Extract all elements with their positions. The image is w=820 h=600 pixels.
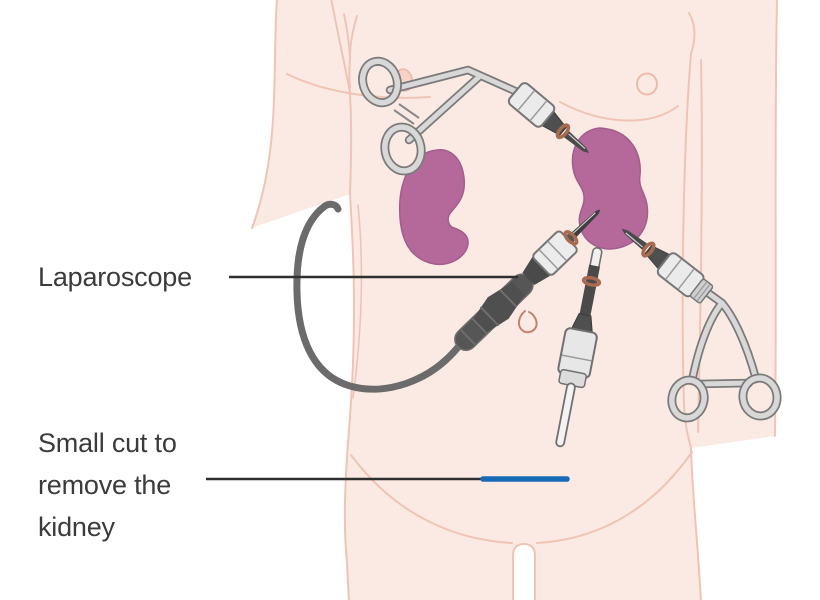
groin-crease-left (350, 454, 513, 544)
groin-crease-right (536, 451, 693, 544)
label-small-cut-line1: Small cut to (38, 428, 177, 458)
seal-ring (563, 230, 579, 246)
label-laparoscope: Laparoscope (38, 262, 192, 292)
seal-ring (581, 275, 602, 287)
grasper-ratchet (393, 103, 420, 125)
body-outline-lines (251, 0, 778, 600)
suction-instrument (555, 247, 603, 448)
label-small-cut-line2: remove the (38, 470, 172, 500)
kidney-left (398, 149, 469, 265)
nipple-right (636, 72, 658, 96)
trocar-top (507, 82, 590, 154)
grasper-forceps-top (358, 56, 590, 176)
label-small-cut: Small cut to remove the kidney (38, 422, 177, 548)
seal-ring (641, 241, 656, 258)
trocar-right (621, 228, 714, 304)
laparoscope-cable (293, 200, 463, 393)
grasper-forceps-right (621, 228, 782, 423)
navel (517, 310, 538, 334)
finger-ring (358, 56, 426, 176)
laparoscope (454, 209, 601, 352)
seal-ring (555, 123, 571, 140)
leg-gap (512, 542, 536, 600)
finger-ring (667, 373, 782, 423)
label-small-cut-line3: kidney (38, 512, 115, 542)
